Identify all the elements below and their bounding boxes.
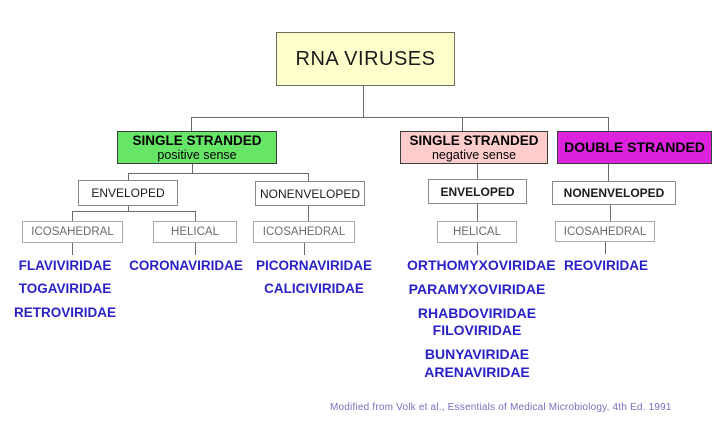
connector-stub-icosahedral-pos <box>72 243 73 255</box>
connector-drop-double <box>608 117 609 131</box>
node-helical-negative: HELICAL <box>437 221 517 243</box>
node-enveloped-positive: ENVELOPED <box>78 180 178 206</box>
family-picornaviridae: PICORNAVIRIDAE <box>255 258 372 273</box>
node-single-stranded-positive: SINGLE STRANDED positive sense <box>117 131 277 164</box>
node-helical-positive: HELICAL <box>153 221 237 243</box>
family-rhabdoviridae: RHABDOVIRIDAE <box>417 305 537 321</box>
node-label: ICOSAHEDRAL <box>262 226 346 238</box>
connector-drop-enveloped-pos <box>128 173 129 180</box>
connector-stub-icosahedral-nonenv <box>304 243 305 255</box>
connector-drop-icosahedral-pos <box>72 211 73 221</box>
source-caption: Modified from Volk et al., Essentials of… <box>330 402 672 413</box>
node-subtitle: positive sense <box>157 148 237 163</box>
node-label: NONENVELOPED <box>563 186 665 200</box>
family-caliciviridae: CALICIVIRIDAE <box>264 281 364 296</box>
connector-enveloped-pos-down <box>128 206 129 211</box>
node-label: HELICAL <box>453 226 501 238</box>
connector-drop-nonenveloped-pos <box>308 173 309 181</box>
node-label: ICOSAHEDRAL <box>31 226 114 238</box>
node-title: DOUBLE STRANDED <box>564 138 705 155</box>
family-paramyxoviridae: PARAMYXOVIRIDAE <box>408 281 546 297</box>
connector-negative-down <box>477 164 478 179</box>
family-flaviviridae: FLAVIVIRIDAE <box>18 258 112 273</box>
connector-nonenveloped-ds-down <box>610 205 611 221</box>
node-title: SINGLE STRANDED <box>409 132 539 148</box>
connector-double-down <box>608 164 609 181</box>
node-enveloped-negative: ENVELOPED <box>428 179 527 204</box>
node-double-stranded: DOUBLE STRANDED <box>557 131 712 164</box>
node-label: ICOSAHEDRAL <box>563 225 647 238</box>
connector-positive-split <box>128 173 309 174</box>
connector-enveloped-pos-split <box>72 211 196 212</box>
node-icosahedral-nonenveloped: ICOSAHEDRAL <box>253 221 355 243</box>
family-togaviridae: TOGAVIRIDAE <box>18 281 112 296</box>
connector-drop-negative <box>462 117 463 131</box>
family-bunyaviridae: BUNYAVIRIDAE <box>424 346 530 362</box>
connector-positive-down <box>192 164 193 173</box>
node-nonenveloped-positive: NONENVELOPED <box>255 181 365 206</box>
connector-main-horizontal <box>191 117 609 118</box>
node-label: ENVELOPED <box>91 186 165 200</box>
connector-stub-helical-neg <box>477 243 478 255</box>
connector-stub-helical-pos <box>195 243 196 255</box>
family-orthomyxoviridae: ORTHOMYXOVIRIDAE <box>407 257 556 273</box>
root-label: RNA VIRUSES <box>295 47 436 70</box>
family-filoviridae: FILOVIRIDAE <box>432 322 522 338</box>
connector-drop-positive <box>191 117 192 131</box>
node-title: SINGLE STRANDED <box>132 132 262 148</box>
root-node-rna-viruses: RNA VIRUSES <box>276 32 455 86</box>
family-coronaviridae: CORONAVIRIDAE <box>129 258 243 273</box>
connector-nonenveloped-pos-down <box>308 206 309 221</box>
node-subtitle: negative sense <box>431 148 517 163</box>
connector-root-down <box>363 86 364 117</box>
connector-enveloped-neg-down <box>477 204 478 221</box>
node-single-stranded-negative: SINGLE STRANDED negative sense <box>400 131 548 164</box>
connector-stub-icosahedral-ds <box>605 242 606 254</box>
node-nonenveloped-double: NONENVELOPED <box>552 181 676 205</box>
node-label: HELICAL <box>171 226 219 238</box>
family-retroviridae: RETROVIRIDAE <box>13 305 116 320</box>
node-label: ENVELOPED <box>440 184 515 199</box>
family-arenaviridae: ARENAVIRIDAE <box>424 364 530 380</box>
node-icosahedral-positive: ICOSAHEDRAL <box>22 221 123 243</box>
node-icosahedral-double: ICOSAHEDRAL <box>555 221 655 242</box>
family-reoviridae: REOVIRIDAE <box>563 258 648 273</box>
connector-drop-helical-pos <box>195 211 196 221</box>
node-label: NONENVELOPED <box>259 186 361 201</box>
